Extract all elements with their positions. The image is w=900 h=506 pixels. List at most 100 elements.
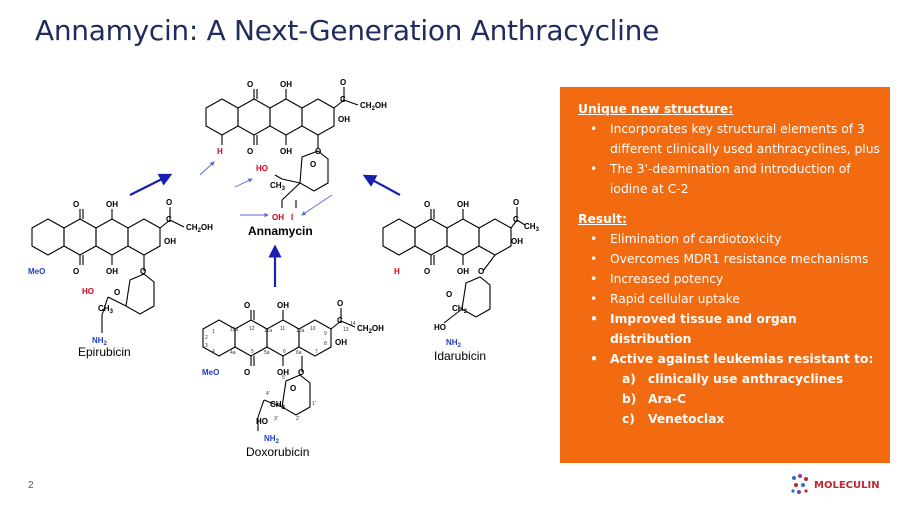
svg-text:CH2OH: CH2OH [357, 324, 384, 335]
svg-text:CH2OH: CH2OH [360, 101, 387, 112]
idarubicin-labels: O OH O C CH3 OH O OH O H O CH3 HO NH2 [394, 198, 540, 349]
list-item: Increased potency [578, 269, 882, 289]
svg-text:O: O [513, 198, 519, 207]
svg-text:O: O [290, 384, 296, 393]
slide-title: Annamycin: A Next-Generation Anthracycli… [35, 14, 660, 47]
svg-text:2': 2' [296, 416, 300, 422]
annamycin-labels: O OH O C CH2OH OH O OH O H HO O CH3 OH I [217, 78, 387, 222]
svg-text:CH3: CH3 [524, 222, 540, 233]
list-item: Rapid cellular uptake [578, 289, 882, 309]
svg-text:CH3: CH3 [270, 181, 286, 192]
svg-text:O: O [424, 200, 430, 209]
svg-text:O: O [166, 198, 172, 207]
svg-text:O: O [340, 78, 346, 87]
arrows [129, 161, 401, 287]
company-logo: MOLECULIN [790, 470, 880, 500]
svg-text:12a: 12a [230, 327, 239, 333]
svg-text:O: O [247, 80, 253, 89]
resistant-item: b)Ara-C [622, 392, 687, 406]
svg-text:O: O [478, 267, 484, 276]
svg-text:12: 12 [249, 326, 255, 332]
chemical-structures-diagram: O OH O C CH2OH OH O OH O H HO O CH3 OH I… [28, 78, 540, 459]
svg-text:1': 1' [312, 401, 316, 407]
svg-text:5': 5' [282, 375, 286, 381]
svg-text:OH: OH [280, 80, 292, 89]
idarubicin-structure [382, 207, 526, 324]
svg-text:14: 14 [350, 321, 356, 327]
svg-text:OH: OH [457, 267, 469, 276]
svg-text:1: 1 [212, 329, 215, 335]
svg-text:O: O [298, 368, 304, 377]
svg-text:CH3: CH3 [98, 304, 114, 315]
doxorubicin-labels: O OH O C CH2OH OH O OH O MeO O CH3 HO NH… [202, 299, 384, 445]
svg-text:OH: OH [164, 237, 176, 246]
annamycin-sugar-lines [274, 174, 301, 208]
annamycin-label: Annamycin [248, 224, 313, 238]
svg-text:C: C [337, 316, 343, 325]
svg-text:2: 2 [205, 335, 208, 341]
doxorubicin-structure [202, 308, 356, 431]
svg-text:10a: 10a [296, 328, 305, 334]
svg-text:OH: OH [335, 338, 347, 347]
svg-text:5: 5 [251, 349, 254, 355]
svg-text:MeO: MeO [202, 368, 219, 377]
svg-text:O: O [244, 368, 250, 377]
result-list: Elimination of cardiotoxicity Overcomes … [578, 229, 882, 369]
svg-text:CH3: CH3 [270, 400, 286, 411]
svg-text:OH: OH [280, 147, 292, 156]
svg-text:4a: 4a [230, 350, 236, 356]
svg-text:HO: HO [256, 417, 268, 426]
idarubicin-label: Idarubicin [434, 349, 486, 363]
svg-text:3: 3 [205, 343, 208, 349]
doxorubicin-label: Doxorubicin [246, 445, 309, 459]
svg-text:4': 4' [266, 391, 270, 397]
svg-text:C: C [166, 215, 172, 224]
svg-text:OH: OH [277, 301, 289, 310]
result-heading: Result: [578, 212, 627, 226]
svg-text:OH: OH [338, 115, 350, 124]
svg-text:OH: OH [272, 213, 284, 222]
svg-text:O: O [315, 147, 321, 156]
svg-text:C: C [340, 95, 346, 104]
list-item: Incorporates key structural elements of … [578, 119, 882, 159]
svg-text:CH2OH: CH2OH [186, 223, 213, 234]
svg-text:H: H [217, 147, 223, 156]
svg-text:5a: 5a [264, 350, 270, 356]
svg-text:O: O [446, 290, 452, 299]
svg-text:C: C [513, 215, 519, 224]
arrow-epirubicin-to-annamycin [129, 173, 173, 196]
svg-text:6a: 6a [296, 350, 302, 356]
epirubicin-structure [31, 207, 185, 315]
arrow-idarubicin-to-annamycin [362, 174, 401, 196]
svg-text:7: 7 [315, 349, 318, 355]
svg-text:O: O [247, 147, 253, 156]
list-item: Overcomes MDR1 resistance mechanisms [578, 249, 882, 269]
svg-text:OH: OH [277, 368, 289, 377]
svg-text:H: H [394, 267, 400, 276]
svg-text:9: 9 [324, 331, 327, 337]
svg-text:MeO: MeO [28, 267, 45, 276]
list-item: The 3'-deamination and introduction of i… [578, 159, 882, 199]
svg-text:11a: 11a [264, 328, 272, 334]
svg-text:CH3: CH3 [452, 304, 468, 315]
resistant-item: a)clinically use anthracyclines [622, 372, 844, 386]
svg-text:O: O [73, 200, 79, 209]
svg-text:OH: OH [511, 237, 523, 246]
svg-text:HO: HO [256, 164, 268, 173]
molecule-logo-icon [791, 474, 808, 494]
structure-list: Incorporates key structural elements of … [578, 119, 882, 199]
svg-text:I: I [291, 213, 293, 222]
svg-text:O: O [244, 301, 250, 310]
svg-text:O: O [310, 160, 316, 169]
svg-text:13: 13 [343, 327, 349, 333]
list-item: Active against leukemias resistant to: [578, 349, 882, 369]
svg-text:O: O [424, 267, 430, 276]
svg-text:3': 3' [274, 416, 278, 422]
doxorubicin-numbering: 1 2 3 4 4a 5 5a 6 6a 7 8 9 10 10a 11 11a… [205, 321, 356, 422]
svg-text:O: O [73, 267, 79, 276]
svg-text:OH: OH [106, 200, 118, 209]
svg-text:NH2: NH2 [92, 336, 108, 347]
svg-text:10: 10 [310, 326, 316, 332]
svg-text:11: 11 [280, 326, 285, 332]
annamycin-structure [205, 87, 359, 192]
